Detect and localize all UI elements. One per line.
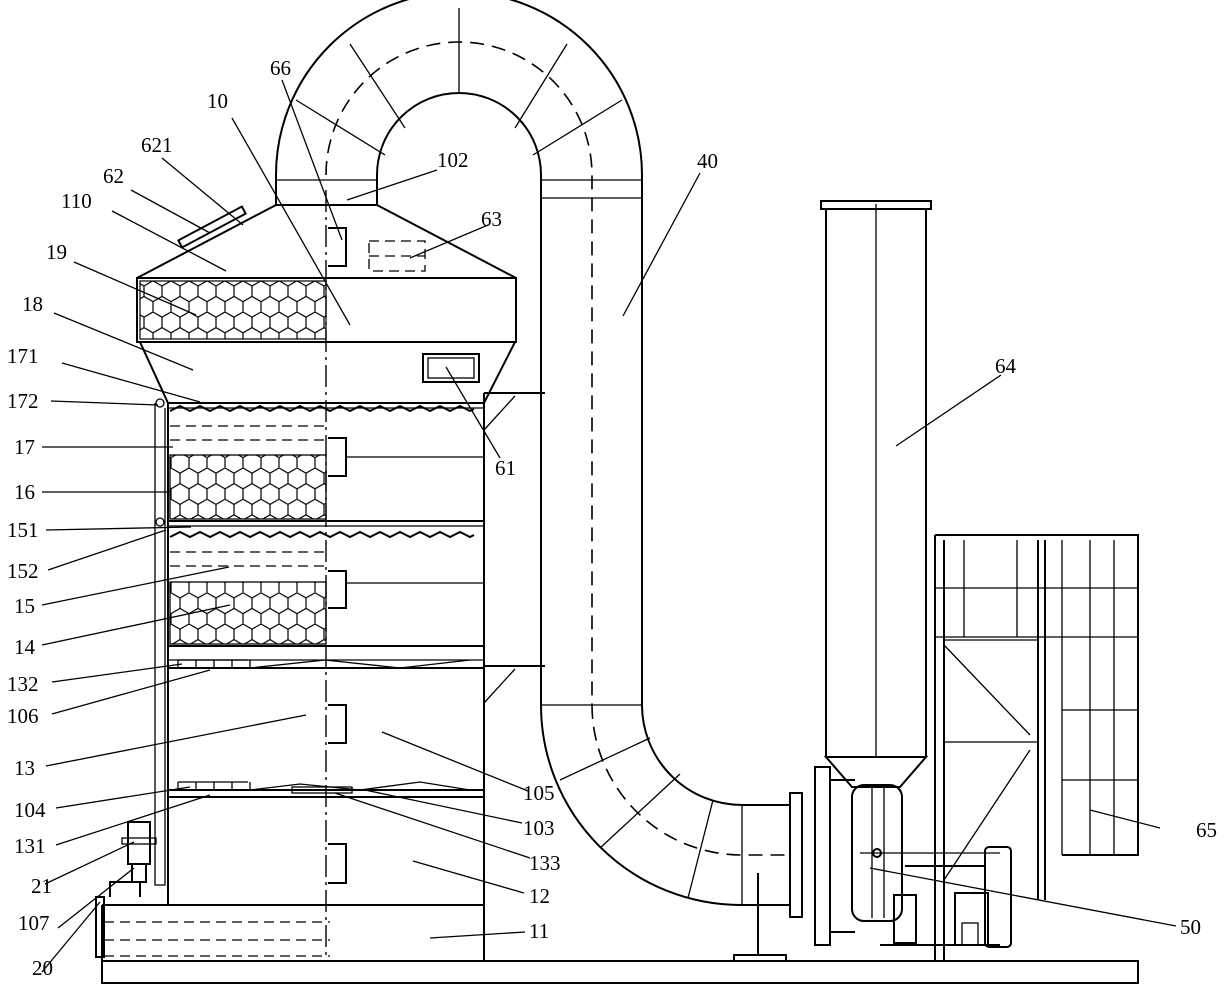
label-105: 105	[523, 781, 555, 805]
label-104: 104	[14, 798, 46, 822]
label-17: 17	[14, 435, 35, 459]
label-107: 107	[18, 911, 50, 935]
label-621: 621	[141, 133, 173, 157]
label-66: 66	[270, 56, 291, 80]
label-103: 103	[523, 816, 555, 840]
label-106: 106	[7, 704, 39, 728]
label-131: 131	[14, 834, 46, 858]
label-152: 152	[7, 559, 39, 583]
label-13: 13	[14, 756, 35, 780]
label-16: 16	[14, 480, 35, 504]
label-172: 172	[7, 389, 39, 413]
label-151: 151	[7, 518, 39, 542]
label-21: 21	[31, 874, 52, 898]
ground-base	[101, 960, 1139, 984]
label-64: 64	[995, 354, 1017, 378]
label-65: 65	[1196, 818, 1217, 842]
label-132: 132	[7, 672, 39, 696]
leader-lines	[41, 79, 1177, 973]
label-18: 18	[22, 292, 43, 316]
label-171: 171	[7, 344, 39, 368]
blower-fan	[814, 766, 1012, 948]
label-62: 62	[103, 164, 124, 188]
label-102: 102	[437, 148, 469, 172]
steel-platform	[934, 534, 1139, 960]
label-40: 40	[697, 149, 718, 173]
label-12: 12	[529, 884, 550, 908]
demister-hood	[136, 204, 517, 404]
label-50: 50	[1180, 915, 1201, 939]
label-63: 63	[481, 207, 502, 231]
pump-piping	[109, 398, 166, 897]
label-133: 133	[529, 851, 561, 875]
label-110: 110	[61, 189, 92, 213]
label-19: 19	[46, 240, 67, 264]
label-14: 14	[14, 635, 36, 659]
label-20: 20	[32, 956, 53, 980]
label-10: 10	[207, 89, 228, 113]
exhaust-duct	[275, 0, 803, 962]
label-11: 11	[529, 919, 549, 943]
part-labels: 66 10 102 40 621 62 110 63 19 18 171 172…	[7, 56, 1217, 980]
label-61: 61	[495, 456, 516, 480]
scrubber-tower	[95, 190, 545, 961]
chimney-stack	[820, 200, 932, 788]
label-15: 15	[14, 594, 35, 618]
